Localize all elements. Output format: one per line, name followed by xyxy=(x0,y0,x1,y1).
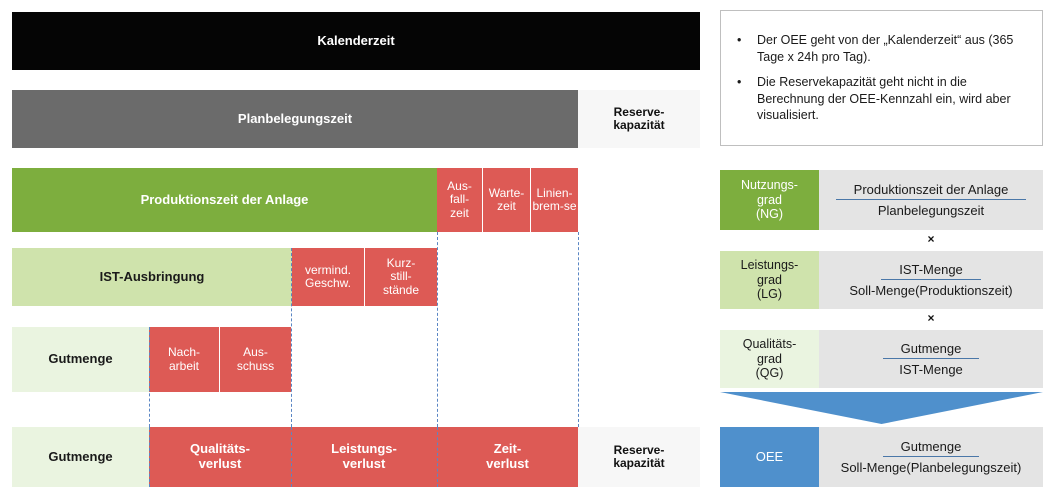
formula-lg-numerator: IST-Menge xyxy=(881,262,981,280)
loss-qualitaetsverlust-label: Qualitäts- verlust xyxy=(190,441,250,471)
bar-planbelegungszeit: Planbelegungszeit xyxy=(12,90,578,148)
formula-label-lg: Leistungs- grad (LG) xyxy=(720,251,819,309)
loss-ausfallzeit: Aus- fall- zeit xyxy=(437,168,483,232)
loss-leistungsverlust: Leistungs- verlust xyxy=(291,427,437,487)
bar-reservekapazitaet-top: Reserve- kapazität xyxy=(578,90,700,148)
formula-ng-numerator: Produktionszeit der Anlage xyxy=(835,182,1027,200)
bar-gutmenge-bottom: Gutmenge xyxy=(12,427,149,487)
multiply-symbol-2-text: × xyxy=(927,311,935,325)
multiply-symbol-2: × xyxy=(819,311,1043,325)
formula-qg-numerator: Gutmenge xyxy=(882,341,980,359)
formula-oee-numerator: Gutmenge xyxy=(882,439,980,457)
bar-kalenderzeit: Kalenderzeit xyxy=(12,12,700,70)
bar-gutmenge-mid: Gutmenge xyxy=(12,327,149,392)
loss-qualitaetsverlust: Qualitäts- verlust xyxy=(149,427,291,487)
note-item: • Der OEE geht von der „Kalenderzeit“ au… xyxy=(733,32,1030,65)
bar-reservekapazitaet-top-label: Reserve- kapazität xyxy=(613,104,665,132)
loss-zeitverlust: Zeit- verlust xyxy=(437,427,578,487)
bar-planbelegungszeit-label: Planbelegungszeit xyxy=(237,110,353,126)
bar-gutmenge-mid-label: Gutmenge xyxy=(48,351,113,367)
loss-linienbremse-label: Linien- brem-se xyxy=(532,185,577,213)
loss-ausschuss-label: Aus- schuss xyxy=(236,345,275,373)
loss-wartezeit-label: Warte- zeit xyxy=(488,185,525,213)
bar-reservekapazitaet-bottom: Reserve- kapazität xyxy=(578,427,700,487)
bar-produktionszeit: Produktionszeit der Anlage xyxy=(12,168,437,232)
formula-label-qg: Qualitäts- grad (QG) xyxy=(720,330,819,388)
dashed-line-2 xyxy=(291,248,292,427)
bullet-icon: • xyxy=(737,33,742,48)
formula-label-qg-text: Qualitäts- grad (QG) xyxy=(742,336,797,381)
bar-reservekapazitaet-bottom-label: Reserve- kapazität xyxy=(613,442,665,470)
down-arrow-icon xyxy=(720,392,1043,424)
formula-label-oee: OEE xyxy=(720,427,819,487)
bar-ist-ausbringung: IST-Ausbringung xyxy=(12,248,292,306)
loss-wartezeit: Warte- zeit xyxy=(483,168,531,232)
formula-ng-denominator: Planbelegungszeit xyxy=(877,203,985,218)
dashed-line-1 xyxy=(149,327,150,427)
loss-leistungsverlust-label: Leistungs- verlust xyxy=(331,441,397,471)
loss-zeitverlust-label: Zeit- verlust xyxy=(486,441,529,471)
formula-fraction-lg: IST-Menge Soll-Menge(Produktionszeit) xyxy=(819,251,1043,309)
dashed-line-summary-2 xyxy=(291,427,292,487)
loss-kurzstillstaende: Kurz- still- stände xyxy=(365,248,437,306)
multiply-symbol-1: × xyxy=(819,232,1043,246)
bar-gutmenge-bottom-label: Gutmenge xyxy=(48,448,113,464)
multiply-symbol-1-text: × xyxy=(927,232,935,246)
loss-vermind-geschw: vermind. Geschw. xyxy=(292,248,365,306)
notes-panel: • Der OEE geht von der „Kalenderzeit“ au… xyxy=(720,10,1043,146)
formula-fraction-oee: Gutmenge Soll-Menge(Planbelegungszeit) xyxy=(819,427,1043,487)
loss-ausschuss: Aus- schuss xyxy=(220,327,291,392)
loss-linienbremse: Linien- brem-se xyxy=(531,168,578,232)
loss-kurzstillstaende-label: Kurz- still- stände xyxy=(382,255,420,297)
dashed-line-4 xyxy=(578,232,579,427)
loss-nacharbeit-label: Nach- arbeit xyxy=(167,345,200,373)
note-item-text: Die Reservekapazität geht nicht in die B… xyxy=(757,75,1011,123)
formula-lg-denominator: Soll-Menge(Produktionszeit) xyxy=(849,283,1013,298)
formula-label-ng-text: Nutzungs- grad (NG) xyxy=(741,177,798,222)
dashed-line-summary-1 xyxy=(149,427,150,487)
loss-vermind-geschw-label: vermind. Geschw. xyxy=(304,262,352,290)
formula-label-oee-text: OEE xyxy=(755,449,784,465)
formula-fraction-ng: Produktionszeit der Anlage Planbelegungs… xyxy=(819,170,1043,230)
formula-oee-denominator: Soll-Menge(Planbelegungszeit) xyxy=(840,460,1022,475)
bullet-icon: • xyxy=(737,75,742,90)
loss-nacharbeit: Nach- arbeit xyxy=(149,327,220,392)
dashed-line-3 xyxy=(437,232,438,427)
bar-ist-ausbringung-label: IST-Ausbringung xyxy=(99,268,205,284)
formula-label-ng: Nutzungs- grad (NG) xyxy=(720,170,819,230)
bar-kalenderzeit-label: Kalenderzeit xyxy=(317,32,395,48)
formula-label-lg-text: Leistungs- grad (LG) xyxy=(740,257,799,302)
bar-produktionszeit-label: Produktionszeit der Anlage xyxy=(140,191,309,207)
note-item-text: Der OEE geht von der „Kalenderzeit“ aus … xyxy=(757,33,1014,64)
formula-qg-denominator: IST-Menge xyxy=(899,362,963,377)
formula-fraction-qg: Gutmenge IST-Menge xyxy=(819,330,1043,388)
loss-ausfallzeit-label: Aus- fall- zeit xyxy=(447,178,472,220)
dashed-line-summary-3 xyxy=(437,427,438,487)
note-item: • Die Reservekapazität geht nicht in die… xyxy=(733,74,1030,124)
